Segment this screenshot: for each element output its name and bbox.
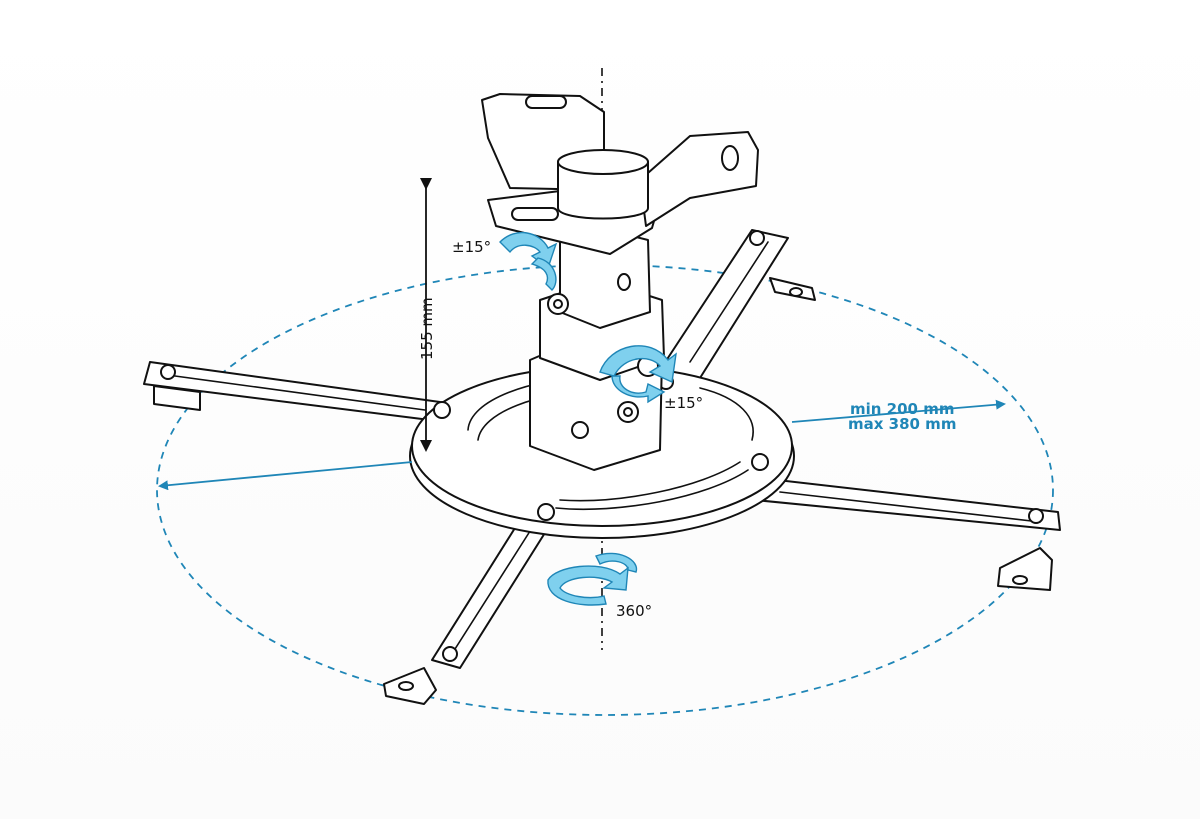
tilt-arrow-top-icon [499, 231, 558, 291]
span-line-right [791, 399, 1006, 423]
arm-back-left [143, 361, 441, 421]
height-label: 155 mm [418, 297, 436, 360]
arm-front-left [383, 519, 549, 705]
tilt-side-label: ±15° [664, 394, 703, 412]
span-max-label: max 380 mm [848, 415, 956, 433]
span-min-label: min 200 mm [850, 400, 954, 418]
rotation-arrow-icon [547, 552, 638, 606]
rotation-label: 360° [616, 602, 652, 620]
span-line-left [158, 461, 413, 491]
tilt-arrow-side-icon [599, 345, 677, 404]
arm-back-right [659, 229, 816, 379]
tilt-top-label: ±15° [452, 238, 491, 256]
tilt-column [529, 227, 665, 471]
ceiling-bracket [481, 93, 759, 255]
arm-front-right [754, 477, 1061, 591]
